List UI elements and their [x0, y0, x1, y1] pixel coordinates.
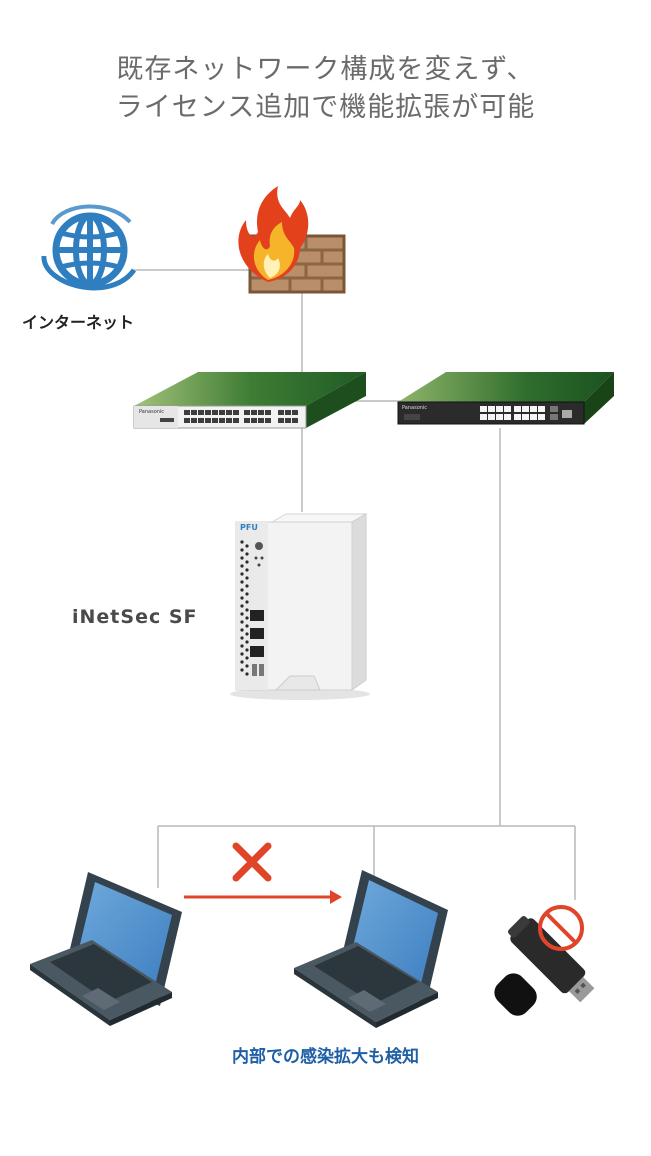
- switch-left-brand: Panasonic: [139, 409, 164, 415]
- usb-drive-icon: [494, 915, 595, 1016]
- page-title-line1: 既存ネットワーク構成を変えず、: [116, 54, 535, 85]
- arrow-right-icon: [184, 890, 342, 904]
- inetsec-label: iNetSec SF: [72, 606, 198, 628]
- internet-label: インターネット: [22, 313, 135, 332]
- network-switch-right: Panasonic: [397, 372, 614, 425]
- laptop-right-icon: [294, 870, 448, 1028]
- inetsec-appliance-icon: PFU: [230, 513, 370, 700]
- cross-icon: [232, 842, 272, 882]
- network-switch-left: Panasonic: [133, 372, 366, 429]
- laptop-left-icon: [30, 872, 182, 1026]
- firewall-icon: [238, 186, 346, 294]
- globe-icon: [41, 204, 137, 291]
- switch-right-brand: Panasonic: [402, 405, 427, 411]
- prohibited-icon: [538, 905, 584, 951]
- page-title-line2: ライセンス追加で機能拡張が可能: [115, 92, 536, 123]
- internal-detection-label: 内部での感染拡大も検知: [232, 1047, 419, 1067]
- appliance-brand: PFU: [240, 523, 258, 532]
